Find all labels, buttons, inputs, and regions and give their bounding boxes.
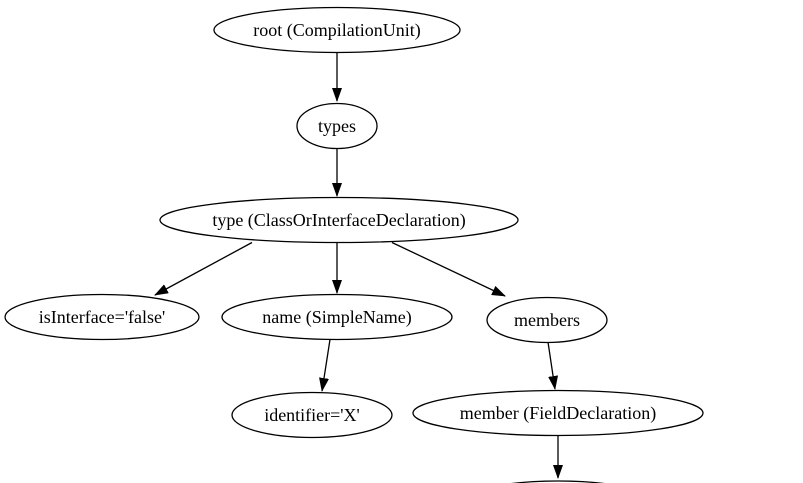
node-type-ellipse — [159, 196, 519, 244]
edge-type-members — [391, 241, 506, 297]
node-name: name (SimpleName) — [221, 293, 453, 341]
node-isinterface-ellipse — [4, 293, 200, 341]
node-member: member (FieldDeclaration) — [412, 389, 704, 437]
node-identifier-ellipse — [231, 391, 393, 439]
node-type-label: type (ClassOrInterfaceDeclaration) — [212, 210, 465, 231]
node-types-label: types — [318, 116, 356, 136]
node-name-label: name (SimpleName) — [262, 307, 411, 328]
node-isinterface-label: isInterface='false' — [39, 307, 166, 327]
node-root-label: root (CompilationUnit) — [253, 20, 420, 41]
node-identifier-label: identifier='X' — [264, 405, 360, 425]
edge-members-member — [547, 341, 559, 390]
node-member-ellipse — [412, 389, 704, 437]
node-root: root (CompilationUnit) — [213, 6, 461, 54]
node-members-ellipse — [486, 296, 608, 344]
node-member-label: member (FieldDeclaration) — [460, 403, 656, 424]
node-identifier: identifier='X' — [231, 391, 393, 439]
node-root-ellipse — [213, 6, 461, 54]
node-type: type (ClassOrInterfaceDeclaration) — [159, 196, 519, 244]
node-name-ellipse — [221, 293, 453, 341]
edge-name-identifier — [319, 339, 331, 392]
node-types-ellipse — [296, 102, 378, 150]
edge-layer — [154, 52, 563, 479]
node-types: types — [296, 102, 378, 150]
node-members: members — [486, 296, 608, 344]
node-isinterface: isInterface='false' — [4, 293, 200, 341]
edge-type-isinterface — [154, 241, 253, 296]
node-members-label: members — [514, 310, 580, 330]
